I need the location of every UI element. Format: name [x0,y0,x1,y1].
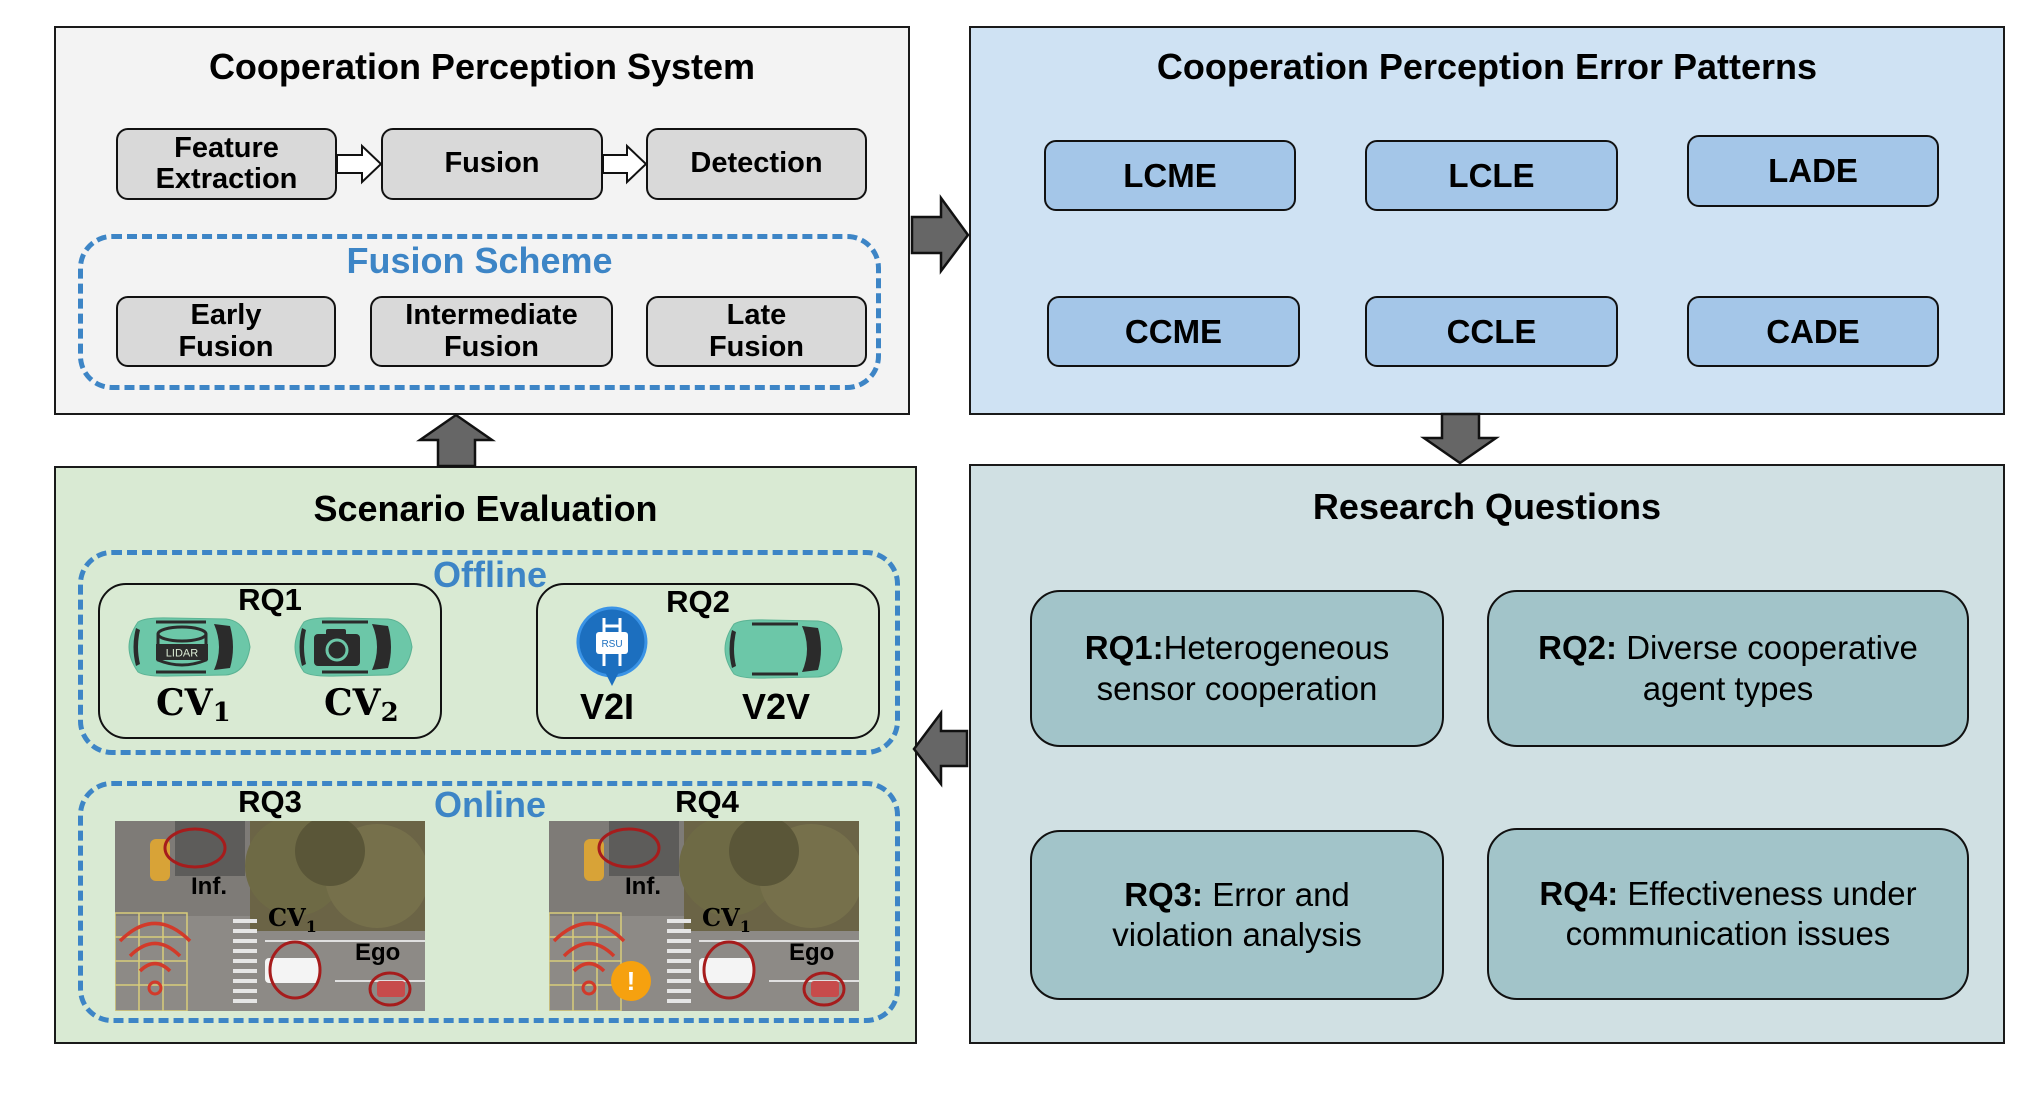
offline-rq1-frame [98,583,442,739]
fusion-option-intermediate: Intermediate Fusion [370,296,613,367]
rq1-id: RQ1: [1084,629,1164,667]
research-question-rq1: RQ1:Heterogeneous sensor cooperation [1030,590,1444,747]
online-label: Online [433,784,546,825]
research-question-rq4: RQ4: Effectiveness under communication i… [1487,828,1969,1000]
rq3-text: Error and violation analysis [1112,875,1362,953]
rsu-label: RSU [601,639,622,650]
arrow-left-icon [912,709,969,788]
cv1-subscript: 1 [212,698,231,728]
research-question-rq3: RQ3: Error and violation analysis [1030,830,1444,1000]
warning-icon [611,961,651,1001]
error-pattern-lcme: LCME [1044,140,1296,211]
offline-frame [78,550,900,755]
scene-image-rq4: ! Inf. CV1 Ego [549,821,859,1011]
lidar-label: LIDAR [166,648,198,660]
scene-rq4-cv-label: CV1 [702,903,751,936]
error-pattern-lade: LADE [1687,135,1939,207]
pipeline-detection: Detection [646,128,867,200]
pipeline-arrow-1 [336,143,383,185]
scene-rq3-cv-subscript: 1 [305,916,317,936]
research-question-rq2: RQ2: Diverse cooperative agent types [1487,590,1969,747]
online-rq3-tag: RQ3 [238,784,302,819]
offline-label: Offline [433,554,547,595]
fusion-option-late: Late Fusion [646,296,867,367]
warning-icon-glyph: ! [627,966,636,996]
rsu-icon: RSU [576,606,648,686]
online-frame [78,781,900,1023]
rq2-id: RQ2: [1538,629,1618,667]
arrow-right-icon [910,194,970,275]
scene-rq4-inf-label: Inf. [625,873,661,900]
research-questions-title: Research Questions [1312,486,1662,527]
pipeline-arrow-2 [602,143,648,185]
scene-rq3-ego-label: Ego [355,939,401,966]
offline-rq2-tag: RQ2 [666,584,730,619]
scene-rq4-cv-subscript: 1 [739,916,751,936]
cv2-label: CV2 [324,682,399,728]
rq4-text: Effectiveness under communication issues [1565,874,1917,952]
rq3-id: RQ3: [1124,875,1204,913]
scene-image-rq3: Inf. CV1 Ego [115,821,425,1011]
arrow-up-icon [416,413,496,468]
scene-rq3-inf-label: Inf. [191,873,227,900]
arrow-down-icon [1420,412,1500,465]
scene-rq4-ego-label: Ego [789,939,835,966]
fusion-option-early: Early Fusion [116,296,336,367]
offline-rq1-tag: RQ1 [238,582,302,617]
error-pattern-cade: CADE [1687,296,1939,367]
cv2-subscript: 2 [380,698,399,728]
offline-rq2-frame [536,583,880,739]
fusion-scheme-frame [78,234,881,390]
fusion-scheme-title: Fusion Scheme [346,240,613,281]
cv1-text: CV [156,682,213,724]
scene-rq4-cv-text: CV [702,903,740,932]
camera-car-icon [294,617,413,677]
online-rq4-tag: RQ4 [675,784,739,819]
scenario-evaluation-title: Scenario Evaluation [313,488,658,529]
system-panel-title: Cooperation Perception System [208,46,756,87]
pipeline-feature-extraction: Feature Extraction [116,128,337,200]
lidar-car-icon: LIDAR [128,617,251,677]
rq2-text: Diverse cooperative agent types [1626,629,1918,707]
v2i-label: V2I [580,686,635,727]
scene-rq3-cv-text: CV [268,903,306,932]
error-pattern-lcle: LCLE [1365,140,1618,211]
error-pattern-ccme: CCME [1047,296,1300,367]
cv2-text: CV [324,682,381,724]
error-patterns-title: Cooperation Perception Error Patterns [1156,46,1818,87]
v2v-label: V2V [742,686,811,727]
scene-rq3-cv-label: CV1 [268,903,317,936]
error-pattern-ccle: CCLE [1365,296,1618,367]
rq1-text: Heterogeneous sensor cooperation [1096,629,1390,707]
rq4-id: RQ4: [1539,874,1619,912]
v2v-car-icon [724,619,843,679]
cv1-label: CV1 [156,682,231,728]
